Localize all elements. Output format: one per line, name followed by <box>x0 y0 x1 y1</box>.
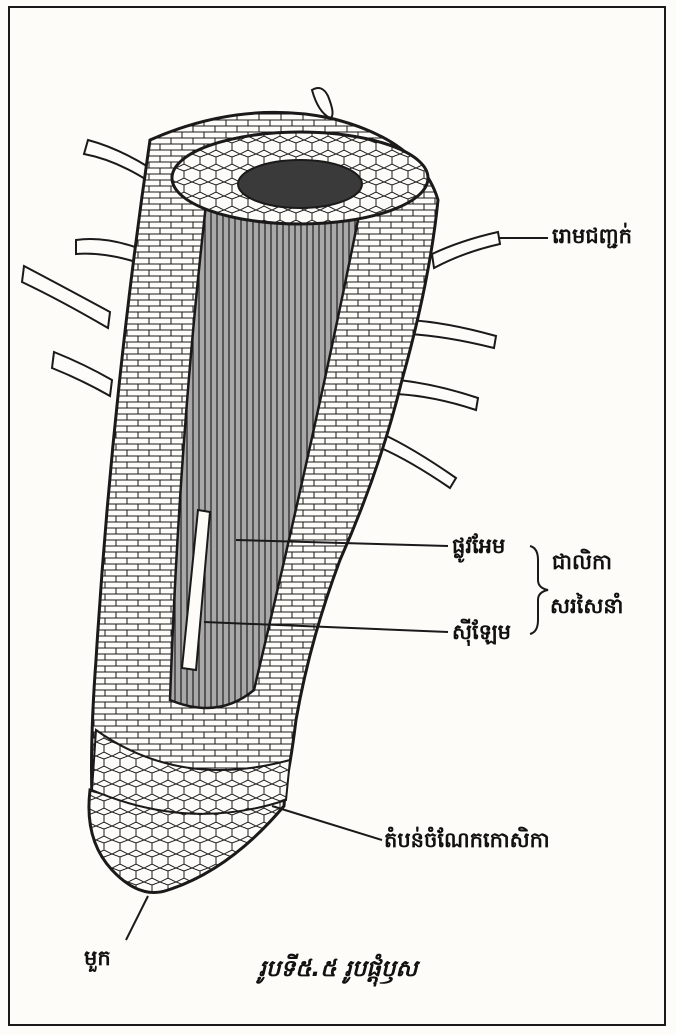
stele-cross-section <box>238 160 362 208</box>
root-hair <box>408 320 496 348</box>
root-hair <box>76 239 138 262</box>
label-vascular-bundle-line2: សរសៃនាំ <box>550 596 623 617</box>
label-root-hair: រោមជញ្ជក់ <box>552 226 632 247</box>
label-xylem: ស៊ីឡែម <box>452 622 511 643</box>
root-hair <box>22 266 110 328</box>
leader-meristem <box>272 806 382 840</box>
label-zone-of-cell-division: តំបន់ចំណែកកោសិកា <box>384 830 550 851</box>
figure-caption: រូបទី៥.៥ រូបផ្ដុំឫស <box>0 955 676 988</box>
root-hair <box>312 88 333 118</box>
root-hair <box>432 232 500 268</box>
root-hair <box>376 432 456 488</box>
label-phloem: ផ្លូវអែម <box>452 536 505 557</box>
root-hair <box>52 352 112 396</box>
leader-root-cap <box>126 896 148 940</box>
label-vascular-bundle-line1: ជាលិកា <box>552 552 612 573</box>
root-hair <box>84 140 150 182</box>
root-hair <box>396 380 478 410</box>
bracket <box>530 546 548 634</box>
